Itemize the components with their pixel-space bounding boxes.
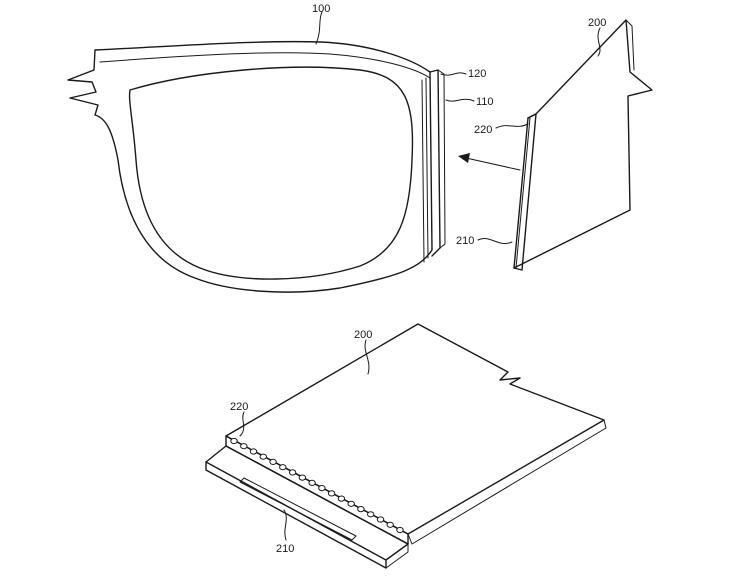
connector-hole [298,474,307,481]
label-200: 200 [588,17,606,29]
connector-hole [327,490,336,497]
connector-hole [337,495,346,502]
connector-hole [288,469,297,476]
label-220: 220 [474,124,492,136]
connector-hole [269,458,277,465]
module-lower-leaders: 200 220 210 [230,329,372,555]
insertion-arrow [458,153,521,171]
connector-hole [318,485,326,492]
label-120: 120 [468,68,486,80]
connector-hole [249,448,258,455]
label-220-lower: 220 [230,401,248,413]
module-lower [205,323,607,569]
connector-hole [386,521,394,528]
connector-hole [367,511,375,518]
connector-hole [376,516,385,523]
module-upper-leaders: 200 220 210 [456,17,606,247]
connector-hole [396,526,404,534]
connector-hole [240,443,248,450]
connector-hole [357,506,365,513]
connector-hole [347,500,355,507]
label-210: 210 [456,235,474,247]
label-210-lower: 210 [276,543,294,555]
connector-hole [259,453,267,460]
connector-holes [230,437,404,534]
connector-hole [279,464,287,471]
connector-hole [308,479,316,486]
module-upper [513,19,653,271]
label-100: 100 [312,3,330,15]
upper-leaders: 100 120 110 [312,3,494,108]
eyeglass-frame [67,40,446,293]
label-200-lower: 200 [354,329,372,341]
label-110: 110 [476,96,494,108]
connector-hole [230,437,238,445]
